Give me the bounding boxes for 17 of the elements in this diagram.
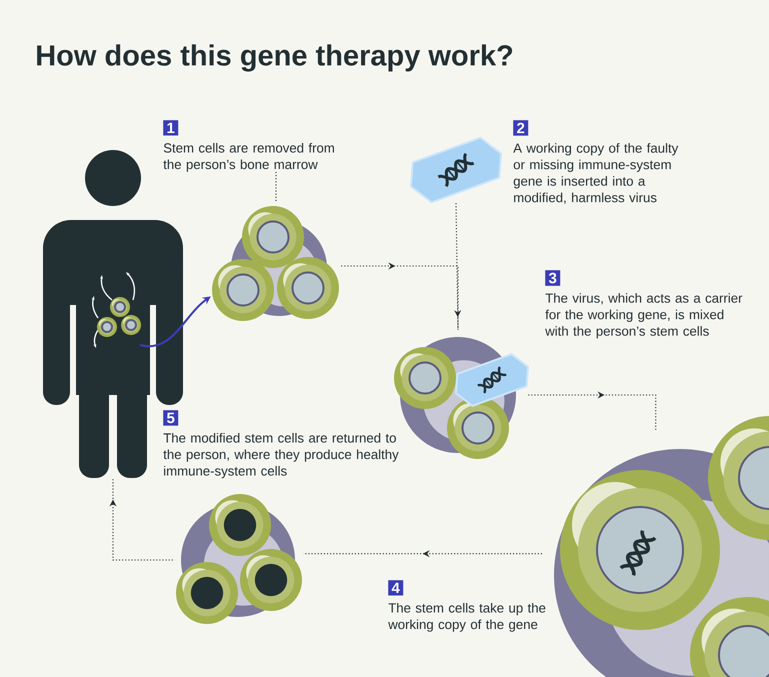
step-text: Stem cells are removed from the person’s bone marrow bbox=[163, 142, 334, 172]
arrow bbox=[341, 262, 459, 330]
title: How does this gene therapy work? bbox=[37, 44, 512, 72]
arrow bbox=[528, 391, 656, 430]
arrow bbox=[109, 478, 173, 561]
modified-cells-drawing bbox=[176, 494, 302, 624]
stem-cells-drawing bbox=[212, 206, 339, 321]
step-number: 3 bbox=[545, 270, 560, 286]
step-text: The modified stem cells are returned to the person, where they produce healthy immune-system cells bbox=[163, 432, 399, 478]
step-text: The stem cells take up the working copy of the gene bbox=[388, 602, 546, 632]
step-number: 4 bbox=[388, 580, 404, 596]
virus-drawing bbox=[410, 136, 502, 204]
step-text: The virus, which acts as a carrier for the working gene, is mixed with the person’s stem cells bbox=[545, 293, 742, 338]
cell-drawing bbox=[554, 416, 769, 677]
step-number: 2 bbox=[513, 120, 528, 136]
step-text: A working copy of the faulty or missing immune-system gene is inserted into a modified, harmless virus bbox=[513, 143, 678, 204]
step-number: 1 bbox=[163, 120, 178, 136]
